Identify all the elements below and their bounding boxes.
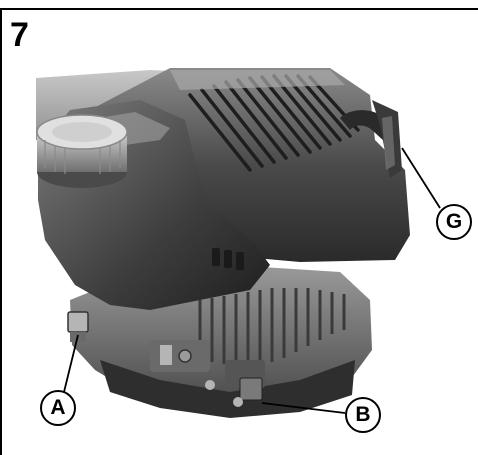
fuel-cap [36,114,128,188]
block-fins [198,288,346,368]
frame-top-line [0,8,478,10]
shroud-highlight [170,70,345,90]
figure-number: 7 [10,16,29,54]
part-g-hose [340,100,402,178]
leader-lines [63,147,441,414]
linkage-detail [150,340,265,407]
callout-g: G [436,204,472,240]
callout-a: A [40,390,76,426]
shroud-grille [188,74,360,172]
engine-base [100,360,355,418]
callout-b: B [345,397,381,433]
frame-left-line [0,8,2,455]
tank-vents [212,248,244,270]
